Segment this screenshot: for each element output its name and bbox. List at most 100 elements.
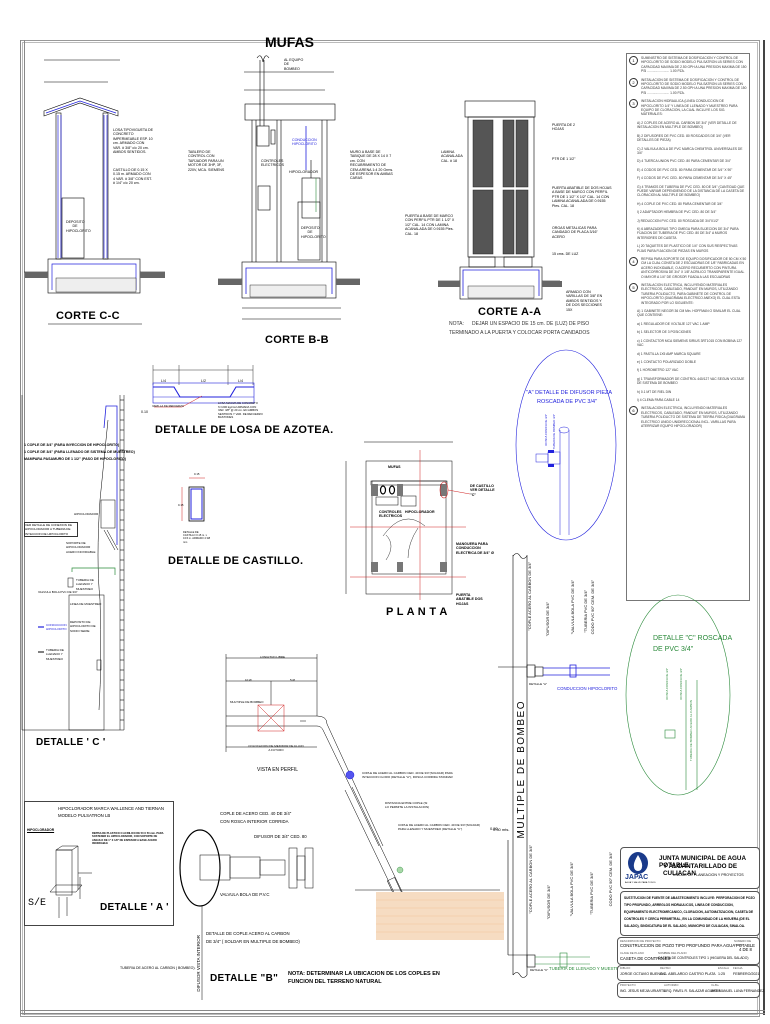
note-number-badge: 1 [629,56,638,65]
detalle-a-difusor-title-1: "A" DETALLE DE DIFUSOR PIEZA [526,390,613,396]
vista-perfil-title: VISTA EN PERFIL [257,767,299,773]
sheet-inner-frame [22,42,758,1015]
note-item: f) 1 HOROMETRO 127 VAC [629,368,747,372]
multiple-lower-label-difusor: "DIFUSOR DE 3/4" [546,885,551,920]
note-subitem-text: J) REDUCCION PVC CED. 80 ROSCADA DE 3/4"… [637,218,719,223]
detalle-castillo-note: DETALLE DE CASTILLO 0.15 m. x 0.15 m. AR… [183,531,211,544]
bottom-margin-line [20,1010,765,1014]
approved-label: Vo.Bo. [711,983,720,987]
drew-label: DIBUJO [620,966,631,970]
detalle-losa-drawing [152,365,255,408]
corte-bb-note-conduccion: CONDUCCION HIPOCLORITO [292,138,317,147]
note-item: B) 2 DIFUSORES DE PVC CED. 80 ROSCADOS D… [629,134,747,143]
projected-value: ING. JESUS MEJIA URIARTE [620,989,666,993]
corte-aa-nota-line2: TERMINADO A LA PUERTA Y COLOCAR PORTA CA… [449,330,590,336]
title-block: JAPAC AGUA Y SALUD PARA TODOS JUNTA MUNI… [617,847,764,1019]
planta-label-castillo: DE CASTILLO VER DETALLE "C" [470,484,495,497]
mufas-title: MUFAS [265,34,314,50]
multiple-lower-label-tuberia: "TUBERIA PVC DE 3/4" [589,872,594,915]
project-label: DESCRIPCION DE PROYECTO [620,939,661,943]
title-block-description: SUSTITUCION DE FUENTE DE ABASTECIMIENTO … [620,891,760,936]
detalle-losa-dim-l4b: L/4 [238,379,243,383]
title-block-project: DESCRIPCION DE PROYECTO CONSTRUCCION DE … [617,937,760,965]
note-item: a) 1 REGULADOR DE VOLTAJE 127 VAC 1 AMP [629,322,747,326]
note-subitem-text: B) 2 DIFUSORES DE PVC CED. 80 ROSCADOS D… [637,133,731,143]
detalle-c-note-2: 1 COPLE DE 3/4" (PARA LLENADO DE SISTEMA… [24,450,135,454]
vista-perfil-dim-050: 0.50 [490,826,498,831]
approved-value: ING. MANUEL LUNA FERNANDEZ [711,989,765,993]
corte-aa-title: CORTE A-A [478,306,542,318]
org-line-2: Y ALCANTARILLADO DE CULIACAN [663,863,738,877]
detalle-b-cople: COPLE DE ACERO CED. 40 DE 3/4" [220,811,292,816]
multiple-lower-label-valvula: "VALVULA BOLA PVC DE 3/4" [569,862,574,917]
detalle-a-title: DETALLE ' A ' [100,902,169,913]
note-item: c) 1 CONTACTOR MCA SIEMENS SIRIUS 3RT101… [629,339,747,348]
title-block-signatures: PROYECTO ING. JESUS MEJIA URIARTE AUTORI… [617,982,764,998]
note-item: A) 2 COPLES DE ACERO AL CARBON DE 3/4" (… [629,121,747,130]
detalle-c-label-hipoclorador: HIPOCLORADOR [74,512,99,516]
corte-aa-nota-line1: DEJAR UN ESPACIO DE 15 cm. DE (LUZ) DE P… [472,321,590,327]
scale-label: ESCALA [718,966,730,970]
japac-logo-sub: AGUA Y SALUD PARA TODOS [625,882,656,884]
note-subitem-text: D) 4 TUERCA UNION PVC CED. 80 PARA CEMEN… [637,159,731,164]
multiple-upper-label-valvula: "VALVULA BOLA PVC DE 3/4" [570,580,575,635]
plan-name-label: NOMBRE DEL PLANO [658,951,687,955]
note-item: b) 1 SELECTOR DE 3 POSICIONES [629,330,747,334]
corte-bb-note-hipoclorador: HIPOCLORADOR [289,170,319,174]
authorized-label: AUTORIZO [664,983,679,987]
corte-cc-deposit-label: DEPOSITO DE HIPOCLORITO [66,220,91,233]
note-number-badge: 6 [629,406,638,416]
note-text: INSTALACION ELECTRICA, INCLUYENDO MATERI… [641,406,745,428]
plan-label: CLAVE DE PLANO [620,951,644,955]
note-text: INSTALACION ELECTRICA, INCLUYENDO MATERI… [641,283,740,305]
corte-cc-title: CORTE C-C [56,310,120,322]
corte-bb-note-controles: CONTROLES ELECTRICOS [261,159,284,168]
note-subitem-text: K) 6 ABRAZADERAS TIPO OMEGA PARA SUJECIO… [637,226,739,240]
corte-aa-note-lamina: LAMINA ACANALADA CAL. # 18 [441,150,463,163]
note-subitem-text: h) 0.1 MT DE RIEL DIN [637,389,672,394]
corte-bb-note-tablero: TABLERO DE CONTROL CON TARJADOR PARA UN … [188,150,225,172]
corte-bb-note-deposito: DEPOSITO DE HIPOCLORITO [301,226,326,239]
planta-label-manguera: MANGUERA PARA CONDUCCION ELECTRICA DE 3/… [456,542,494,555]
detalle-c-roscada-rosca1: ROSCA CONICA DE 3/4" [665,668,669,700]
multiple-upper-label-difusor: "DIFUSOR DE 3/4" [545,602,550,637]
scale-value: 1:25 [718,972,725,976]
vista-perfil-drawing [225,654,504,940]
detalle-a-difusor-title-2: ROSCADA DE PVC 3/4" [537,399,598,405]
detalle-b-cople2: CON ROSCA INTERIOR CORRIDA [220,819,289,824]
note-item: I) 2 ADAPTADOR HEMBRA DE PVC CED. 80 DE … [629,210,747,214]
date-label: FECHA [733,966,743,970]
detalle-castillo-drawing [181,477,205,522]
detalle-c-label-ver-detalle: VER DETALLE DE CONEXION DE HIPOCLORADOR … [24,522,78,538]
note-subitem-text: H) 4 COPLE DE PVC CED. 80 PARA CEMENTAR … [637,201,723,206]
detalle-b-difusor: DIFUSOR DE 3/4" CED. 80 [254,834,307,839]
note-subitem-text: I) 2 ADAPTADOR HEMBRA DE PVC CED. 80 DE … [637,210,717,215]
detalle-c-label-soporte: SOPORTE DE HIPOCLORADOR ACERO INOXIDABLE [66,541,96,554]
corte-aa-drawing [438,100,562,300]
corte-aa-note-abatible: PUERTA ABATIBLE DE DOS HOJAS A BASE DE M… [552,186,612,208]
note-item: g) 1 TRANSFORMADOR DE CONTROL 440/127 VA… [629,377,747,386]
multiple-upper-label-codo: CODO PVC 90° CEM. DE 3/4" [590,580,595,635]
note-subitem-text: i) 4 CLEMA PARA CABLE 14 [637,397,680,402]
project-description: SUSTITUCION DE FUENTE DE ABASTECIMIENTO … [624,896,755,928]
multiple-upper-detail: DETALLE "A" [529,682,548,686]
multiple-upper-label-tuberia: "TUBERIA PVC DE 3/4" [583,590,588,633]
detalle-c-roscada-title-2: DE PVC 3/4" [653,646,694,653]
planta-drawing [345,441,471,600]
corte-bb-note-muro: MURO A BASE DE TABIQUE DE 28 X 14 X 7 cm… [350,150,394,181]
corte-bb-title: CORTE B-B [265,334,329,346]
note-subitem-text: g) 1 TRANSFORMADOR DE CONTROL 440/127 VA… [637,376,745,386]
drew-value: JORGE OCTAVIO BUENO L. [620,972,667,976]
vista-perfil-dim-10d: 10 Ø [245,678,252,682]
corte-aa-note-luz: 15 cms. DE LUZ [552,252,579,256]
note-text: REPISA PARA SOPORTE DE EQUIPO DOSIFICADO… [641,257,747,279]
multiple-upper-label-cople: "COPLE ACERO AL CARBON DE 3/4" [527,562,532,631]
planta-label-hipoclorador: HIPOCLORADOR [405,510,435,514]
note-text: INSTALACION HIDRAULICA (LINEA CONDUCCION… [641,99,738,117]
corte-cc-drawing [24,59,165,325]
detalle-a-box [24,801,174,926]
detalle-c-note-3: MAMPARA PASAMURO DE 1 1/2" (PASO DE HIPO… [24,457,126,461]
